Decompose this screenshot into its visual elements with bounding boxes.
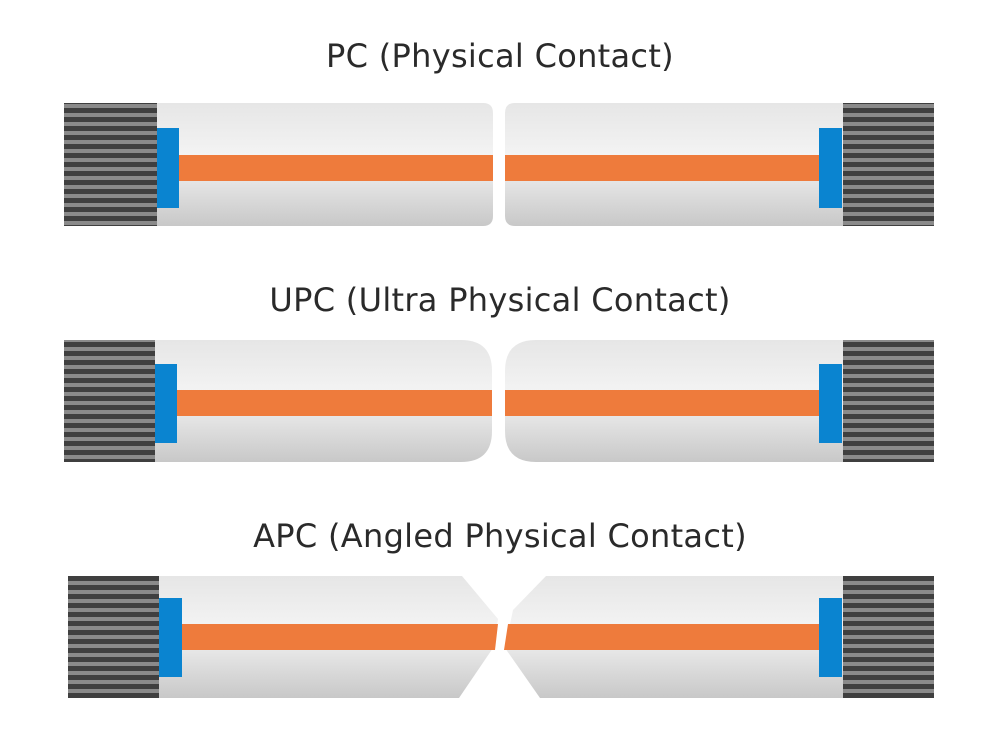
pc-right-connector: [505, 103, 934, 226]
apc-left-connector: [68, 576, 498, 698]
upc-right-boot: [842, 340, 934, 462]
apc-left-sleeve: [159, 598, 182, 677]
pc-connector-pair: [64, 103, 934, 226]
pc-right-sleeve: [819, 128, 842, 208]
apc-right-boot: [842, 576, 934, 698]
apc-right-connector: [504, 576, 934, 698]
pc-left-fiber: [178, 155, 493, 181]
upc-right-sleeve: [819, 364, 842, 443]
pc-left-connector: [64, 103, 493, 226]
upc-left-connector: [64, 340, 492, 462]
upc-left-boot: [64, 340, 156, 462]
upc-left-fiber: [176, 390, 492, 416]
upc-right-connector: [505, 340, 934, 462]
pc-title: PC (Physical Contact): [326, 37, 674, 75]
upc-title: UPC (Ultra Physical Contact): [269, 281, 731, 319]
apc-right-sleeve: [819, 598, 842, 677]
pc-left-sleeve: [157, 128, 179, 208]
apc-right-fiber: [504, 624, 820, 650]
pc-left-boot: [64, 103, 158, 226]
apc-connector-pair: [68, 576, 934, 698]
pc-right-fiber: [505, 155, 820, 181]
pc-right-boot: [842, 103, 934, 226]
apc-left-boot: [68, 576, 160, 698]
upc-right-fiber: [505, 390, 820, 416]
upc-connector-pair: [64, 340, 934, 462]
upc-left-sleeve: [155, 364, 177, 443]
apc-left-fiber: [180, 624, 498, 650]
apc-title: APC (Angled Physical Contact): [253, 517, 747, 555]
